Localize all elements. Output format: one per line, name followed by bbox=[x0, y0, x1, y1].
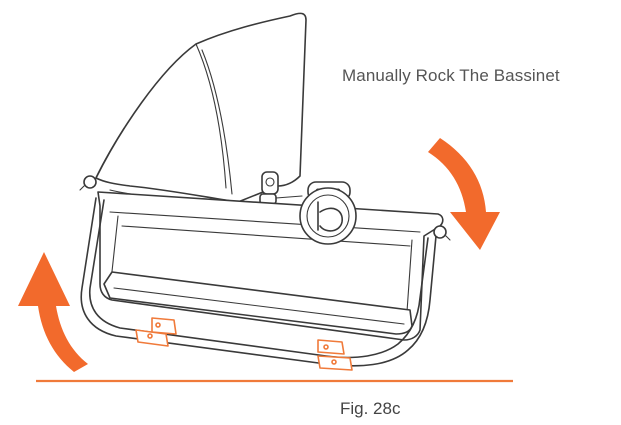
rocking-base bbox=[80, 197, 437, 367]
side-clip-left bbox=[79, 175, 97, 191]
curved-arrow-down-icon bbox=[428, 138, 500, 250]
canopy-hinge bbox=[259, 171, 303, 205]
connector-bracket-left bbox=[135, 317, 177, 347]
curved-arrow-up-icon bbox=[18, 252, 88, 372]
brand-logo-icon bbox=[299, 181, 357, 245]
side-clip-right bbox=[433, 225, 451, 241]
connector-bracket-right bbox=[317, 339, 353, 371]
instruction-caption: Manually Rock The Bassinet bbox=[342, 66, 560, 85]
mattress bbox=[103, 271, 413, 335]
canopy bbox=[91, 12, 307, 205]
figure-label: Fig. 28c bbox=[340, 399, 401, 418]
